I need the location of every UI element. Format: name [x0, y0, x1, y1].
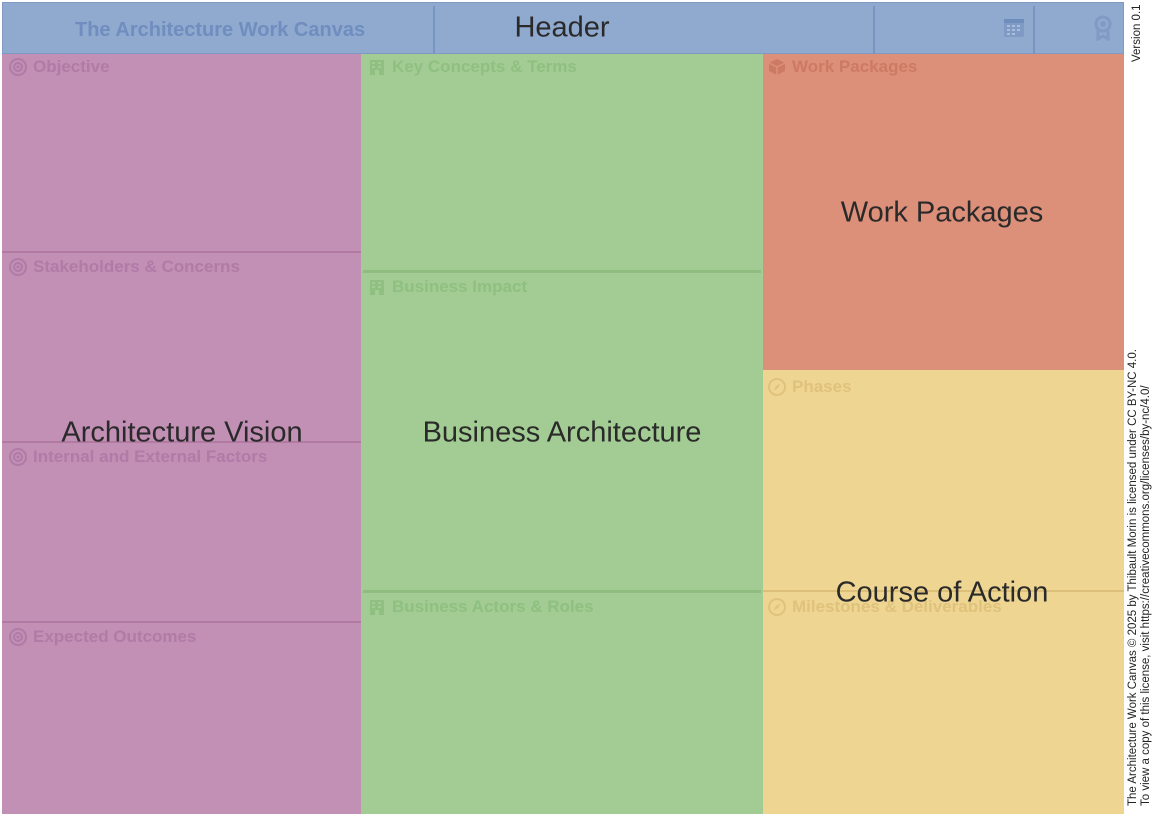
phases-section[interactable]: Phases — [768, 377, 852, 397]
course-of-action-area — [763, 370, 1124, 814]
package-cube-icon — [768, 59, 786, 75]
section-divider — [363, 270, 761, 273]
license-line-1: The Architecture Work Canvas © 2025 by T… — [1127, 349, 1139, 806]
section-label: Expected Outcomes — [33, 627, 197, 646]
calendar-icon — [1003, 17, 1025, 44]
section-divider — [2, 251, 361, 253]
compass-icon — [768, 598, 786, 616]
work-packages-area — [763, 54, 1124, 370]
building-icon — [370, 600, 384, 615]
target-icon — [9, 58, 27, 76]
business-architecture-label: Business Architecture — [422, 416, 702, 449]
actors-roles-section[interactable]: Business Actors & Roles — [368, 597, 594, 617]
canvas-title: The Architecture Work Canvas — [75, 19, 366, 41]
license-line-2: To view a copy of this license, visit ht… — [1140, 385, 1152, 806]
objective-section[interactable]: Objective — [9, 57, 110, 77]
section-label: Objective — [33, 57, 110, 76]
header-divider — [433, 6, 435, 54]
section-divider — [2, 621, 361, 623]
target-icon — [9, 628, 27, 646]
key-concepts-section[interactable]: Key Concepts & Terms — [368, 57, 577, 77]
section-label: Phases — [792, 377, 852, 396]
building-icon — [370, 280, 384, 295]
business-impact-section[interactable]: Business Impact — [368, 277, 527, 297]
version-label: Version 0.1 — [1131, 4, 1143, 62]
course-of-action-label: Course of Action — [835, 576, 1049, 609]
milestones-section[interactable]: Milestones & Deliverables — [768, 597, 1002, 617]
section-label: Business Impact — [392, 277, 528, 296]
section-divider — [763, 590, 1124, 592]
architecture-vision-label: Architecture Vision — [61, 416, 303, 449]
header-label: Header — [514, 11, 610, 44]
section-divider — [363, 590, 761, 593]
header-divider — [873, 6, 875, 54]
stakeholders-section[interactable]: Stakeholders & Concerns — [9, 257, 240, 277]
header-divider — [1033, 6, 1035, 54]
target-icon — [9, 258, 27, 276]
building-icon — [370, 60, 384, 75]
architecture-work-canvas: The Architecture Work Canvas Header — [2, 2, 1124, 814]
header-bar: The Architecture Work Canvas — [2, 2, 1124, 54]
section-label: Stakeholders & Concerns — [33, 257, 240, 276]
outcomes-section[interactable]: Expected Outcomes — [9, 627, 196, 647]
section-label: Work Packages — [792, 57, 918, 76]
section-label: Milestones & Deliverables — [792, 597, 1002, 616]
factors-section[interactable]: Internal and External Factors — [9, 447, 267, 467]
award-badge-icon — [1093, 15, 1113, 46]
work-packages-section[interactable]: Work Packages — [768, 57, 917, 77]
target-icon — [9, 448, 27, 466]
section-divider — [2, 441, 361, 443]
section-label: Internal and External Factors — [33, 447, 268, 466]
section-label: Business Actors & Roles — [392, 597, 594, 616]
work-packages-label: Work Packages — [840, 196, 1044, 229]
section-label: Key Concepts & Terms — [392, 57, 577, 76]
architecture-vision-area — [2, 54, 361, 814]
compass-icon — [768, 378, 786, 396]
business-architecture-area — [361, 54, 763, 814]
